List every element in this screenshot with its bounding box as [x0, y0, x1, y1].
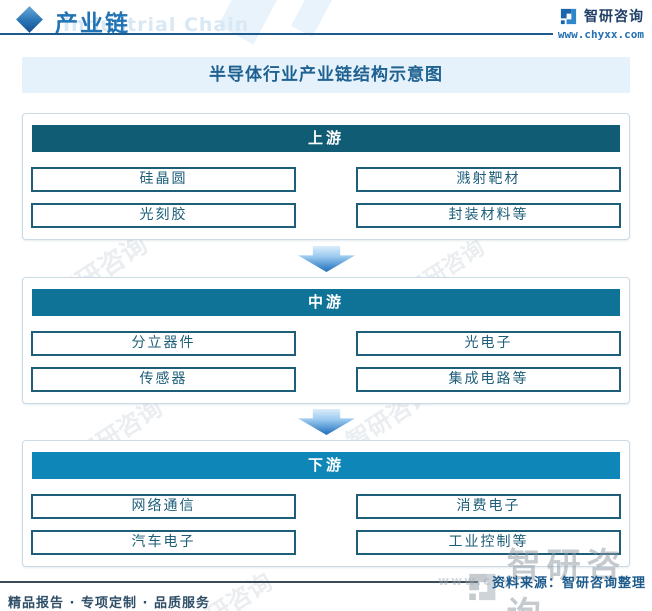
- chain-item-consumer-electronics: 消费电子: [356, 494, 621, 519]
- footer-divider: [0, 581, 478, 583]
- down-arrow-icon: [298, 246, 355, 272]
- brand-logo-icon: [560, 8, 577, 24]
- chain-item-sputtering-target: 溅射靶材: [356, 167, 621, 192]
- section-header-midstream: 中游: [32, 289, 620, 316]
- section-grid: 分立器件 光电子 传感器 集成电路等: [31, 331, 621, 392]
- page-header: Industrial Chain 产业链 智研咨询 www.chyxx.com: [0, 0, 652, 44]
- chain-item-network-communication: 网络通信: [31, 494, 296, 519]
- section-grid: 硅晶圆 溅射靶材 光刻胶 封装材料等: [31, 167, 621, 228]
- chain-item-industrial-control: 工业控制等: [356, 530, 621, 555]
- section-upstream: 上游 硅晶圆 溅射靶材 光刻胶 封装材料等: [22, 113, 630, 240]
- section-midstream: 中游 分立器件 光电子 传感器 集成电路等: [22, 277, 630, 404]
- brand-name: 智研咨询: [584, 9, 644, 25]
- page-title: 产业链: [55, 11, 130, 37]
- chain-item-silicon-wafer: 硅晶圆: [31, 167, 296, 192]
- section-header-upstream: 上游: [32, 125, 620, 152]
- chain-item-integrated-circuits: 集成电路等: [356, 367, 621, 392]
- chain-item-discrete-devices: 分立器件: [31, 331, 296, 356]
- footer-tagline: 精品报告 · 专项定制 · 品质服务: [8, 596, 210, 611]
- section-downstream: 下游 网络通信 消费电子 汽车电子 工业控制等: [22, 440, 630, 567]
- chain-item-automotive-electronics: 汽车电子: [31, 530, 296, 555]
- chain-item-sensors: 传感器: [31, 367, 296, 392]
- chain-item-packaging-materials: 封装材料等: [356, 203, 621, 228]
- brand-url[interactable]: www.chyxx.com: [557, 28, 644, 41]
- section-header-downstream: 下游: [32, 452, 620, 479]
- chain-item-photoresist: 光刻胶: [31, 203, 296, 228]
- brand-block: 智研咨询: [559, 6, 644, 26]
- header-divider: [0, 33, 553, 35]
- chain-item-optoelectronics: 光电子: [356, 331, 621, 356]
- chart-title-banner: 半导体行业产业链结构示意图: [22, 57, 630, 93]
- section-grid: 网络通信 消费电子 汽车电子 工业控制等: [31, 494, 621, 555]
- data-source-note: 资料来源：智研咨询整理: [491, 576, 646, 591]
- diamond-icon: [16, 6, 43, 33]
- down-arrow-icon: [298, 409, 355, 435]
- header-watermark-text: Industrial Chain: [63, 14, 250, 36]
